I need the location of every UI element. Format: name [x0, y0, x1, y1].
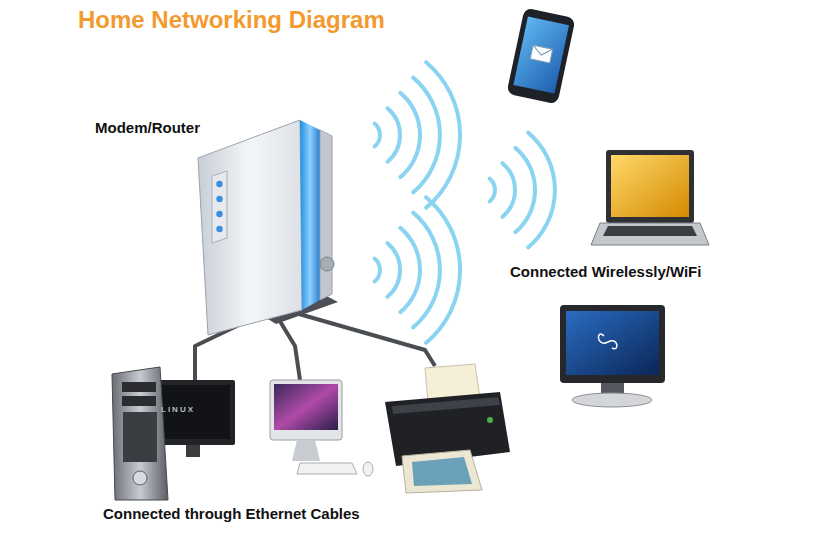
- group-label: Modem/Router: [95, 119, 200, 136]
- wifi-waves: [375, 62, 555, 343]
- group-label: Connected through Ethernet Cables: [103, 505, 360, 522]
- router-icon: [198, 36, 338, 335]
- diagram-title: Home Networking Diagram: [78, 6, 385, 34]
- group-label: Connected Wirelessly/WiFi: [510, 263, 701, 280]
- tablet-icon: [506, 8, 575, 105]
- screen-text: LINUX: [161, 405, 195, 414]
- pc-icon: [112, 367, 235, 500]
- printer-icon: [385, 364, 510, 493]
- laptop-icon: [591, 150, 709, 245]
- tv-icon: [560, 305, 665, 407]
- imac-icon: [270, 380, 373, 476]
